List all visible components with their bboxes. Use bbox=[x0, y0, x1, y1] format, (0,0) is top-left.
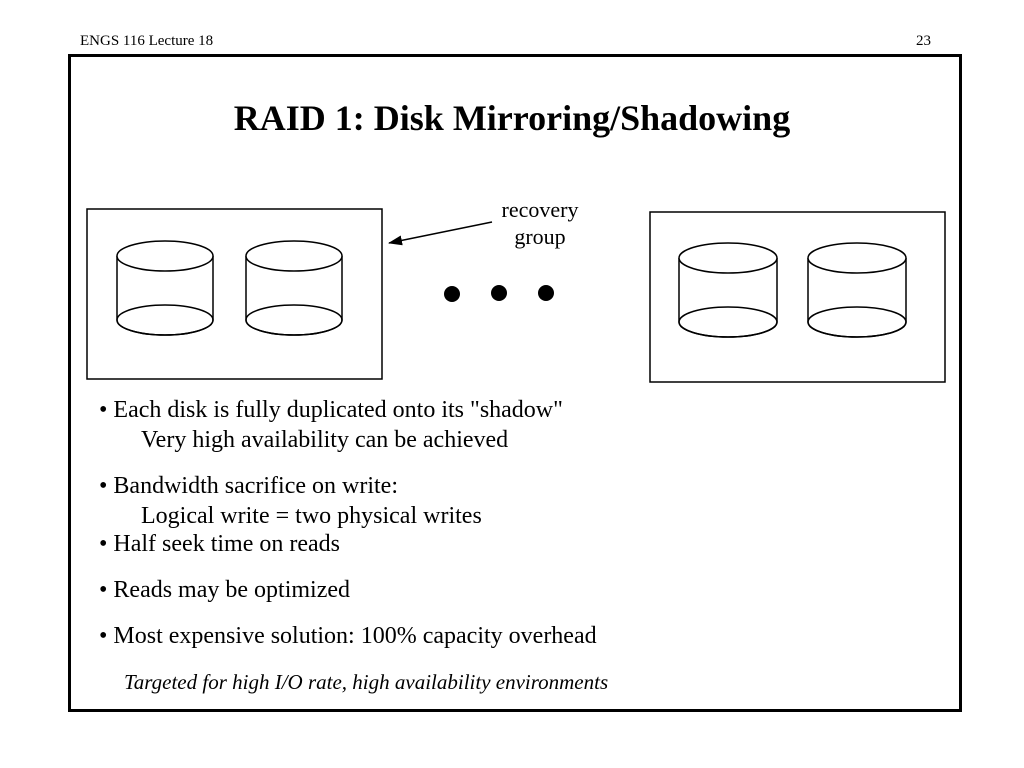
bullet-item: • Most expensive solution: 100% capacity… bbox=[99, 623, 597, 649]
raid1-diagram bbox=[86, 208, 946, 383]
bullet-item: • Reads may be optimized bbox=[99, 577, 351, 603]
bullet-item: • Each disk is fully duplicated onto its… bbox=[99, 397, 563, 423]
slide-title: RAID 1: Disk Mirroring/Shadowing bbox=[233, 98, 791, 138]
callout-label-line2: group bbox=[514, 224, 566, 249]
page-number: 23 bbox=[916, 33, 931, 49]
callout-arrow bbox=[388, 221, 493, 246]
bullet-subtext: Very high availability can be achieved bbox=[141, 427, 509, 453]
ellipsis-dot bbox=[491, 285, 507, 301]
recovery-group-box-right bbox=[649, 211, 946, 383]
ellipsis-dot bbox=[444, 286, 460, 302]
disk-icon bbox=[678, 242, 778, 338]
ellipsis-dot bbox=[538, 285, 554, 301]
lecture-header: ENGS 116 Lecture 18 bbox=[80, 33, 214, 49]
tagline: Targeted for high I/O rate, high availab… bbox=[124, 670, 609, 694]
disk-icon bbox=[245, 240, 343, 336]
slide-frame bbox=[68, 54, 962, 712]
disk-icon bbox=[807, 242, 907, 338]
bullet-item: • Bandwidth sacrifice on write: bbox=[99, 473, 398, 499]
callout-label-line1: recovery bbox=[501, 197, 579, 222]
bullet-item: • Half seek time on reads bbox=[99, 531, 340, 557]
disk-icon bbox=[116, 240, 214, 336]
recovery-group-box-left bbox=[86, 208, 383, 380]
bullet-subtext: Logical write = two physical writes bbox=[141, 503, 482, 529]
